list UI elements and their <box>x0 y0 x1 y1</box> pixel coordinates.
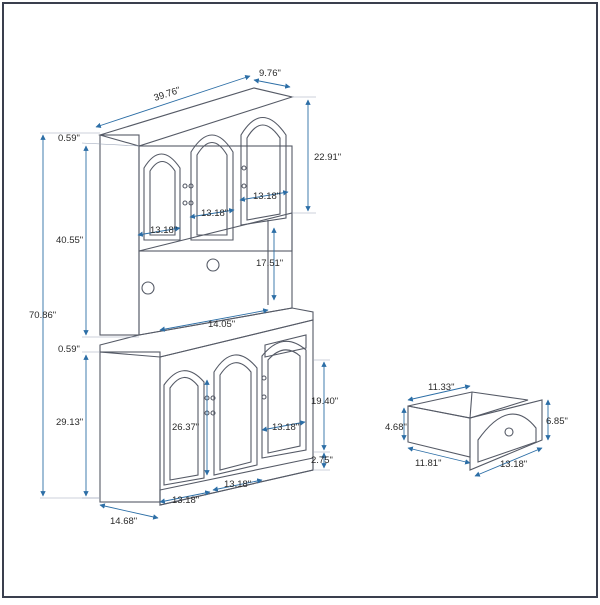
drawer-knob <box>504 427 514 437</box>
knob <box>261 375 267 381</box>
label-total-height: 70.86" <box>29 310 56 321</box>
knob <box>188 200 194 206</box>
dim-drawer-depth-top <box>407 384 471 402</box>
label-top-depth: 9.76" <box>259 68 281 79</box>
image-border <box>2 2 598 598</box>
label-upper-height: 22.91" <box>314 152 341 163</box>
lower-cabinet-side <box>99 351 161 503</box>
label-lower-door-height: 26.37" <box>172 422 199 433</box>
upper-cabinet-front <box>138 145 293 252</box>
upper-door-mid-glass <box>196 141 228 236</box>
dim-lower-door-left <box>159 490 211 504</box>
label-drawer-depth-top: 11.33" <box>428 382 454 393</box>
label-lower-door-left: 13.18" <box>172 495 199 506</box>
knob <box>241 165 247 171</box>
label-drawer-front-height: 6.85" <box>546 416 568 427</box>
dimension-lines <box>40 74 551 520</box>
dim-upper-door-mid <box>189 208 235 219</box>
label-lower-cabinet-height: 29.13" <box>56 417 83 428</box>
dim-upper-door-right <box>239 190 289 202</box>
label-bottom-depth: 14.68" <box>110 516 137 527</box>
cabinet-drawing <box>98 87 314 506</box>
lower-door-right-glass <box>267 349 301 454</box>
dim-counter-depth <box>159 308 269 332</box>
lower-door-left <box>163 370 205 486</box>
label-drawer-side-height: 4.68" <box>385 422 407 433</box>
lower-door-mid-glass <box>219 362 252 471</box>
hutch-side <box>99 134 140 336</box>
upper-door-left-glass <box>149 160 176 236</box>
knob <box>182 183 188 189</box>
label-upper-door-mid: 13.18" <box>201 208 228 219</box>
drawer-side <box>407 405 471 458</box>
label-drawer-depth-bottom: 11.81" <box>415 458 441 469</box>
cable-hole-right <box>206 258 220 272</box>
upper-door-right-glass <box>246 124 281 221</box>
knob <box>210 410 216 416</box>
dim-bottom-depth <box>99 503 159 520</box>
label-counter-gap: 0.59" <box>58 344 80 355</box>
drawer-back-edge <box>469 391 473 419</box>
dim-drawer-width <box>474 447 543 477</box>
dim-top-depth <box>253 78 291 89</box>
dim-upper-door-left <box>137 226 181 237</box>
label-top-gap: 0.59" <box>58 133 80 144</box>
label-hutch-height: 40.55" <box>56 235 83 246</box>
lower-door-right <box>261 340 307 459</box>
label-base-height: 2.75" <box>311 455 333 466</box>
label-counter-depth: 14.05" <box>208 319 235 330</box>
dimension-labels: 39.76" 9.76" 0.59" 22.91" 40.55" 13.18" … <box>29 68 568 527</box>
label-right-door-width: 13.18" <box>272 422 299 433</box>
knob <box>210 395 216 401</box>
upper-door-left <box>143 153 181 241</box>
upper-door-mid <box>190 134 234 241</box>
label-lower-door-mid: 13.18" <box>224 479 251 490</box>
lower-door-mid <box>213 354 258 476</box>
label-upper-door-right: 13.18" <box>253 191 280 202</box>
drawer-front-arch <box>477 413 537 463</box>
label-right-cabinet-height: 19.40" <box>311 396 338 407</box>
knob <box>241 183 247 189</box>
label-hutch-opening: 17.51" <box>256 258 283 269</box>
knob <box>182 200 188 206</box>
label-top-width: 39.76" <box>153 85 182 104</box>
dim-right-door-width <box>261 420 306 432</box>
dim-top-width <box>95 74 251 129</box>
upper-door-right <box>240 117 287 226</box>
dim-drawer-depth-bottom <box>407 446 471 465</box>
dim-lower-door-mid <box>212 478 263 492</box>
label-drawer-width: 13.18" <box>500 459 527 470</box>
label-upper-door-left: 13.18" <box>150 225 177 236</box>
lower-door-left-glass <box>169 376 199 481</box>
counter-top <box>99 307 314 358</box>
cable-hole-left <box>141 281 155 295</box>
knob <box>261 394 267 400</box>
knob <box>188 183 194 189</box>
